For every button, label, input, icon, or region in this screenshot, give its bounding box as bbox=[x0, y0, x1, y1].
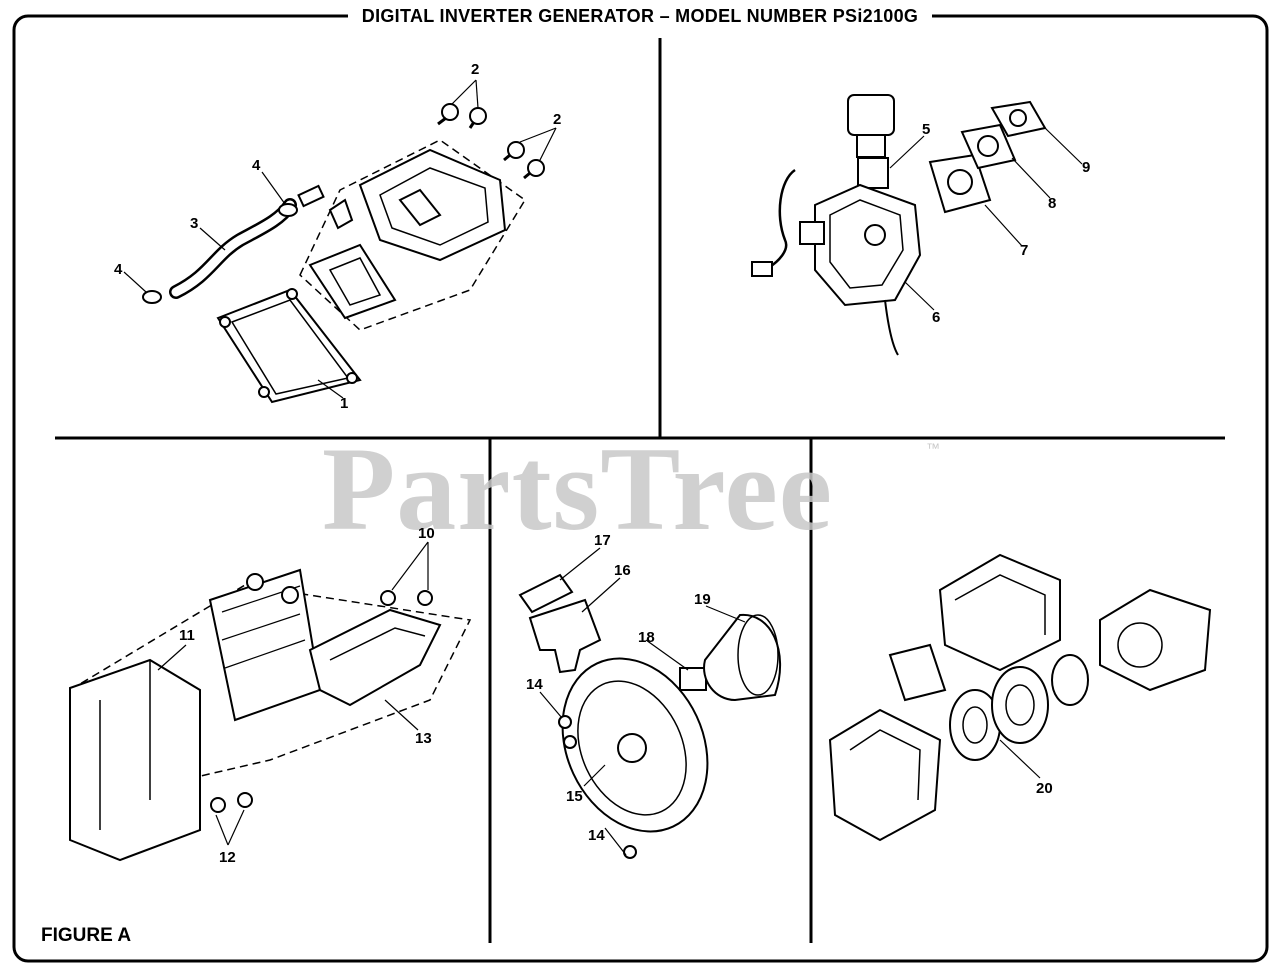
rope-grip-icon bbox=[518, 573, 574, 614]
callout-14b: 14 bbox=[588, 827, 605, 844]
callout-9: 9 bbox=[1082, 159, 1091, 176]
callout-19: 19 bbox=[694, 591, 711, 608]
breather-hose-icon bbox=[169, 184, 325, 299]
callout-4a: 4 bbox=[252, 157, 261, 174]
starter-cup-icon bbox=[703, 613, 781, 702]
callout-2b: 2 bbox=[553, 111, 562, 128]
callout-13: 13 bbox=[415, 730, 432, 747]
callout-8: 8 bbox=[1048, 195, 1057, 212]
recoil-housing-icon bbox=[561, 657, 709, 833]
callout-2a: 2 bbox=[471, 61, 480, 78]
callout-12: 12 bbox=[219, 849, 236, 866]
callout-18: 18 bbox=[638, 629, 655, 646]
callout-4b: 4 bbox=[114, 261, 123, 278]
callout-3: 3 bbox=[190, 215, 199, 232]
starter-handle-icon bbox=[528, 598, 602, 674]
watermark-tm: ™ bbox=[926, 440, 940, 456]
callout-14a: 14 bbox=[526, 676, 543, 693]
figure-label: FIGURE A bbox=[41, 925, 132, 946]
alternator-icon bbox=[828, 553, 1212, 842]
callout-15: 15 bbox=[566, 788, 583, 805]
insulator-icon bbox=[960, 123, 1017, 170]
heat-shield-icon bbox=[208, 568, 322, 722]
callout-16: 16 bbox=[614, 562, 631, 579]
pulley-icon bbox=[679, 667, 707, 691]
callout-11: 11 bbox=[179, 627, 195, 644]
carburetor-top-icon bbox=[847, 94, 895, 189]
gasket-icon bbox=[928, 153, 992, 214]
muffler-bracket-icon bbox=[308, 608, 442, 707]
callout-20: 20 bbox=[1036, 780, 1053, 797]
callout-7: 7 bbox=[1020, 242, 1029, 259]
bolt-icon bbox=[437, 103, 545, 180]
callout-5: 5 bbox=[922, 121, 931, 138]
bolt-icon bbox=[210, 590, 433, 813]
muffler-icon bbox=[68, 584, 472, 862]
hose-clamp-icon bbox=[142, 203, 298, 304]
carburetor-icon bbox=[751, 168, 922, 356]
callout-10: 10 bbox=[418, 525, 435, 542]
gasket-icon bbox=[990, 100, 1047, 138]
callout-17: 17 bbox=[594, 532, 611, 549]
valve-cover-gasket-icon bbox=[216, 288, 362, 404]
callout-1: 1 bbox=[340, 395, 349, 412]
watermark-text: PartsTree bbox=[322, 422, 833, 555]
page-title: DIGITAL INVERTER GENERATOR – MODEL NUMBE… bbox=[0, 6, 1280, 27]
callout-6: 6 bbox=[932, 309, 941, 326]
valve-cover-icon bbox=[299, 139, 527, 331]
